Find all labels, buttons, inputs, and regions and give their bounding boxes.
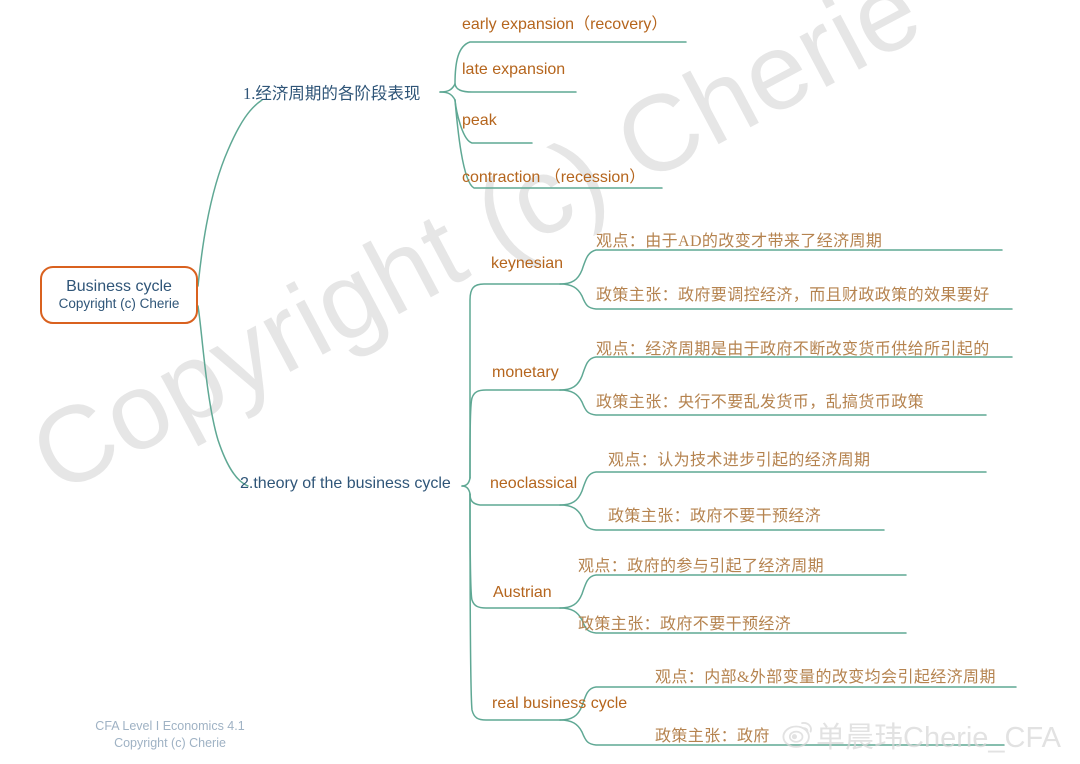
root-title: Business cycle <box>66 278 172 296</box>
node-monetary[interactable]: monetary <box>492 364 559 381</box>
node-austrian[interactable]: Austrian <box>493 584 552 601</box>
detail-austrian-policy: 政策主张：政府不要干预经济 <box>578 616 792 633</box>
detail-rbc-policy: 政策主张：政府 <box>655 728 770 745</box>
root-node[interactable]: Business cycle Copyright (c) Cherie <box>40 266 198 324</box>
node-peak[interactable]: peak <box>462 112 497 129</box>
weibo-eye-icon <box>782 722 812 748</box>
detail-monetary-policy: 政策主张：央行不要乱发货币，乱搞货币政策 <box>596 394 925 411</box>
weibo-watermark: 单晨玮Cherie_CFA <box>780 714 1061 756</box>
detail-neoclassical-view: 观点：认为技术进步引起的经济周期 <box>608 452 871 469</box>
node-neoclassical[interactable]: neoclassical <box>490 475 578 492</box>
footer-line-2: Copyright (c) Cherie <box>114 735 226 750</box>
node-late-expansion[interactable]: late expansion <box>462 61 566 78</box>
footer: CFA Level I Economics 4.1 Copyright (c) … <box>70 718 270 752</box>
branch-label-theory[interactable]: 2.theory of the business cycle <box>240 475 451 492</box>
node-contraction[interactable]: contraction （recession） <box>462 169 646 186</box>
detail-neoclassical-policy: 政策主张：政府不要干预经济 <box>608 508 822 525</box>
weibo-watermark-name: 单晨玮Cherie_CFA <box>816 722 1061 754</box>
root-subtitle: Copyright (c) Cherie <box>58 296 180 312</box>
detail-monetary-view: 观点：经济周期是由于政府不断改变货币供给所引起的 <box>596 341 990 358</box>
detail-rbc-view: 观点：内部&外部变量的改变均会引起经济周期 <box>655 669 996 686</box>
node-early-expansion[interactable]: early expansion（recovery） <box>462 16 668 33</box>
detail-austrian-view: 观点：政府的参与引起了经济周期 <box>578 558 825 575</box>
node-keynesian[interactable]: keynesian <box>491 255 564 272</box>
node-real-business-cycle[interactable]: real business cycle <box>492 695 628 712</box>
detail-keynesian-policy: 政策主张：政府要调控经济，而且财政政策的效果要好 <box>596 287 990 304</box>
footer-line-1: CFA Level I Economics 4.1 <box>95 719 245 733</box>
branch-label-phases[interactable]: 1.经济周期的各阶段表现 <box>243 84 421 103</box>
detail-keynesian-view: 观点：由于AD的改变才带来了经济周期 <box>596 233 883 250</box>
